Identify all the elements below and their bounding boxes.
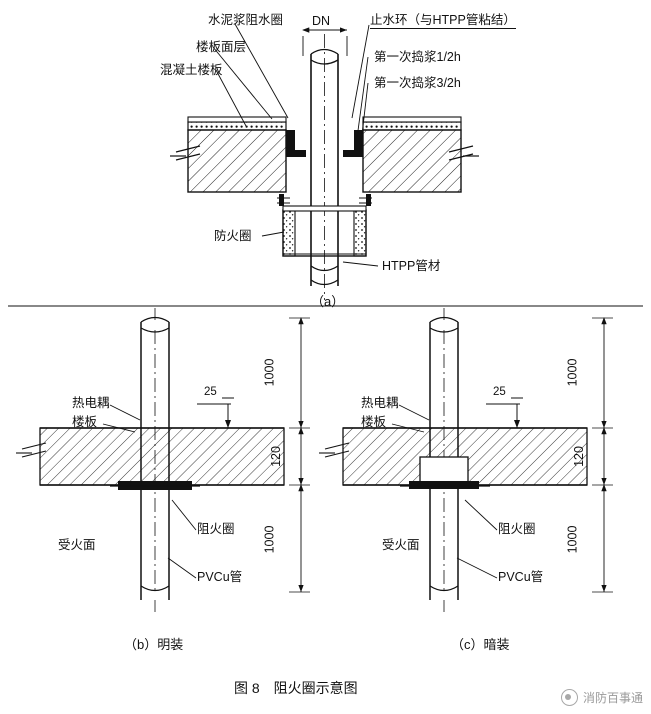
label-cement-ring: 水泥浆阻水圈 (208, 13, 284, 27)
label-dim-1000-bottom-c: 1000 (565, 525, 580, 554)
label-concrete-slab: 混凝土楼板 (160, 63, 223, 77)
label-floor-slab-c: 楼板 (361, 415, 387, 429)
label-floor-surface: 楼板面层 (196, 40, 247, 54)
label-dim-1000-top-b: 1000 (262, 358, 277, 387)
panel-b-caption: （b）明装 (124, 637, 184, 652)
label-dim-120-c: 120 (571, 446, 586, 467)
label-dim-25-b: 25 (204, 386, 217, 398)
label-stop-water-ring: 止水环（与HTPP管粘结） (370, 13, 516, 29)
label-floor-slab-b: 楼板 (72, 415, 98, 429)
label-pvcu-pipe-b: PVCu管 (197, 570, 243, 584)
label-fire-collar-b: 阻火圈 (197, 522, 235, 536)
label-fire-collar-c: 阻火圈 (498, 522, 536, 536)
label-dim-120-b: 120 (268, 446, 283, 467)
label-fire-side-b: 受火面 (58, 538, 96, 552)
label-dim-1000-top-c: 1000 (565, 358, 580, 387)
label-thermocouple-b: 热电耦 (72, 396, 110, 410)
label-thermocouple-c: 热电耦 (361, 396, 399, 410)
watermark-text: 消防百事通 (582, 691, 643, 705)
label-first-grout-1: 第一次捣浆1/2h (374, 50, 461, 64)
label-pvcu-pipe-c: PVCu管 (498, 570, 544, 584)
watermark: 消防百事通 (560, 689, 643, 706)
label-fire-collar-a: 防火圈 (214, 229, 252, 243)
panel-c-caption: （c）暗装 (451, 637, 510, 652)
label-dim-25-c: 25 (493, 386, 506, 398)
label-htpp-pipe: HTPP管材 (382, 259, 441, 273)
panel-a-caption: （a） (311, 294, 345, 309)
label-dim-1000-bottom-b: 1000 (262, 525, 277, 554)
label-first-grout-2: 第一次捣浆3/2h (374, 76, 461, 90)
ring-icon (560, 689, 578, 706)
label-fire-side-c: 受火面 (382, 538, 420, 552)
label-dn: DN (312, 14, 331, 28)
figure-caption: 图 8 阻火圈示意图 (234, 680, 358, 696)
